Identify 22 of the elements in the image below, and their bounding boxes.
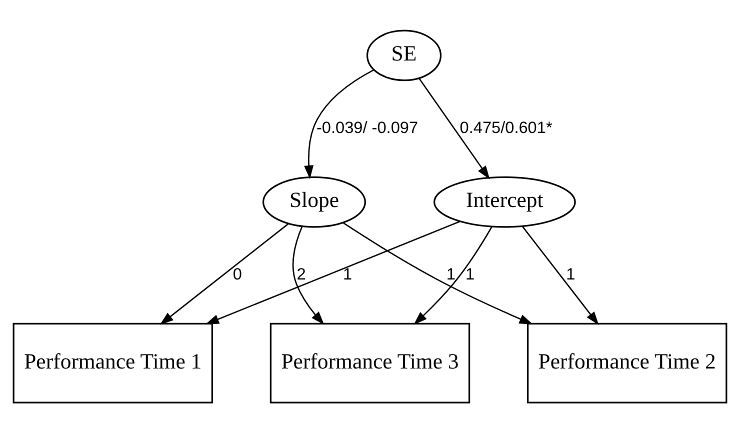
edge-label: 0.475/0.601* <box>460 118 552 137</box>
node-ellipse: Intercept <box>433 176 576 228</box>
node-ellipse: SE <box>366 30 442 82</box>
edge-label: 1 <box>465 266 475 284</box>
node-ellipse: Slope <box>262 176 366 228</box>
node-box: Performance Time 2 <box>526 322 728 404</box>
node-box: Performance Time 1 <box>12 322 213 404</box>
edge-label: 2 <box>296 266 306 284</box>
arrow <box>418 78 490 180</box>
arrow <box>343 222 533 324</box>
edge-label: 1 <box>566 266 576 284</box>
arrow <box>414 226 492 325</box>
arrow <box>304 69 374 180</box>
edge-label: 1 <box>446 266 456 284</box>
edge-label: -0.039/ -0.097 <box>316 118 418 137</box>
arrow <box>205 220 460 324</box>
edge-label: 1 <box>343 266 352 284</box>
arrow <box>292 226 324 325</box>
node-box: Performance Time 3 <box>270 322 470 404</box>
arrow <box>160 223 289 325</box>
arrow <box>522 226 599 326</box>
edge-label: 0 <box>232 266 242 284</box>
